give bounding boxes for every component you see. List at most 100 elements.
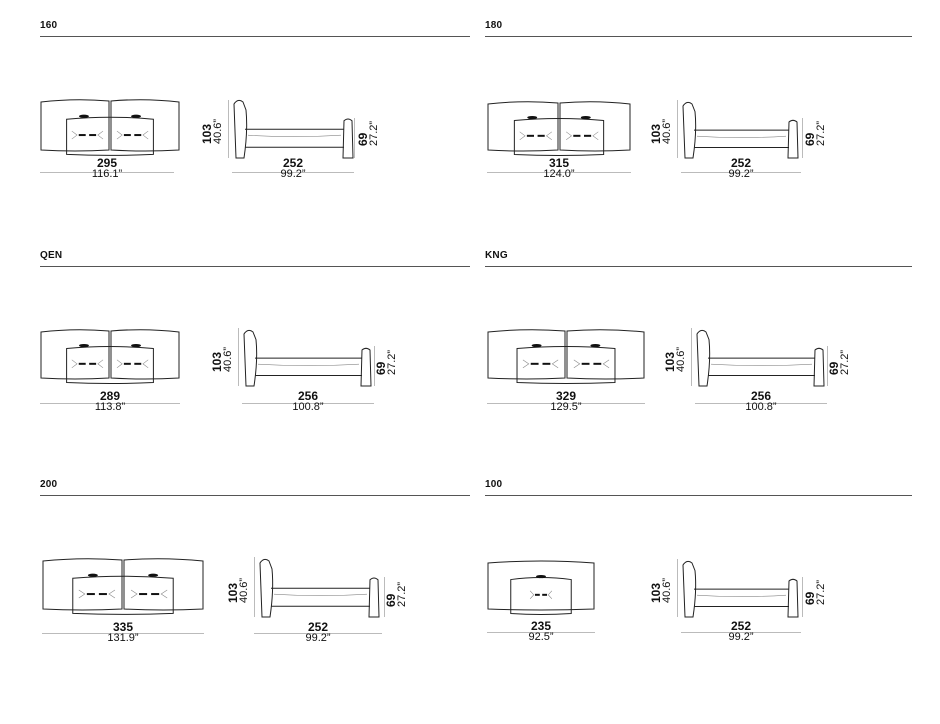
side-headboard — [696, 329, 711, 387]
head-height-in: 40.6” — [222, 346, 234, 372]
side-length-label: 256 100.8” — [721, 389, 801, 413]
crease-line — [602, 359, 610, 369]
foot-height-label: 69 27.2” — [803, 121, 827, 146]
side-view-drawing — [696, 329, 825, 387]
foot-height-line — [802, 118, 803, 158]
knot-mark — [78, 343, 89, 348]
head-height-label: 103 40.6” — [649, 577, 673, 603]
crease-line — [573, 359, 581, 369]
headboard-cushion-left — [487, 101, 559, 152]
knot-mark — [131, 114, 142, 118]
foot-height-in: 27.2” — [368, 120, 380, 146]
head-height-line — [691, 328, 692, 386]
crease-line — [97, 130, 104, 140]
crease-line — [108, 589, 116, 599]
head-height-label: 103 40.6” — [663, 347, 687, 372]
side-length-line — [681, 632, 801, 633]
side-length-line — [242, 403, 374, 404]
crease-line — [565, 131, 573, 141]
side-headboard — [682, 101, 697, 159]
front-view-drawing — [40, 329, 180, 385]
bed-base — [66, 346, 154, 385]
side-headboard — [682, 560, 697, 618]
front-view-drawing — [42, 558, 204, 615]
section-divider — [40, 36, 470, 37]
front-width-line — [487, 403, 645, 404]
crease-line — [78, 589, 86, 599]
side-headboard — [259, 558, 274, 618]
head-height-label: 103 40.6” — [226, 577, 250, 603]
mattress-contour — [696, 135, 787, 138]
section-divider — [40, 266, 470, 267]
crease-line — [142, 359, 149, 369]
head-height-in: 40.6” — [238, 577, 250, 603]
section-title: KNG — [485, 250, 508, 261]
headboard-cushion-left — [40, 329, 110, 380]
section-qen: QEN 289 113.8” 103 40.6” 69 27.2” 256 10… — [40, 250, 470, 450]
side-length-in: 99.2” — [728, 631, 754, 643]
front-width-line — [487, 632, 595, 633]
crease-line — [519, 131, 526, 141]
headboard-cushion-right — [566, 329, 645, 380]
front-view-drawing — [40, 99, 180, 156]
side-length-cm: 252 — [730, 156, 752, 170]
side-length-cm: 256 — [750, 389, 772, 403]
side-length-line — [681, 172, 801, 173]
foot-height-in: 27.2” — [839, 349, 851, 375]
side-view-drawing — [682, 101, 799, 159]
side-length-in: 99.2” — [280, 168, 306, 180]
section-title: 160 — [40, 20, 58, 31]
crease-line — [71, 359, 78, 369]
front-width-cm: 235 — [530, 619, 552, 633]
section-180: 180 315 124.0” 103 40.6” 69 27.2” 252 99… — [485, 20, 912, 220]
crease-line — [522, 359, 530, 369]
foot-height-line — [374, 346, 375, 386]
side-view-drawing — [682, 560, 799, 618]
front-width-line — [487, 172, 631, 173]
front-width-in: 92.5” — [528, 631, 554, 643]
section-divider — [485, 36, 912, 37]
foot-height-in: 27.2” — [396, 581, 408, 607]
side-footboard — [813, 347, 825, 387]
side-length-line — [695, 403, 827, 404]
section-divider — [485, 266, 912, 267]
section-160: 160 295 116.1” 103 40.6” 69 27.2” 252 99… — [40, 20, 470, 220]
front-width-label: 295 116.1” — [67, 156, 147, 180]
headboard-cushion-right — [559, 101, 631, 152]
foot-height-in: 27.2” — [815, 579, 827, 605]
knot-mark — [536, 574, 546, 579]
crease-line — [71, 130, 78, 140]
front-width-label: 335 131.9” — [83, 620, 163, 644]
section-200: 200 335 131.9” 103 40.6” 69 27.2” 252 99… — [40, 479, 470, 679]
head-height-line — [254, 557, 255, 617]
side-length-label: 252 99.2” — [701, 156, 781, 180]
front-width-cm: 335 — [112, 620, 134, 634]
side-length-line — [254, 633, 382, 634]
headboard-cushion-left — [40, 99, 110, 152]
section-title: 100 — [485, 479, 503, 490]
section-divider — [485, 495, 912, 496]
side-headboard — [243, 329, 258, 387]
crease-line — [97, 359, 104, 369]
foot-height-line — [384, 577, 385, 617]
foot-height-line — [354, 118, 355, 158]
side-length-cm: 252 — [307, 620, 329, 634]
headboard-cushion — [487, 560, 595, 611]
section-title: 200 — [40, 479, 58, 490]
side-length-cm: 256 — [297, 389, 319, 403]
head-height-line — [677, 559, 678, 617]
head-height-in: 40.6” — [661, 577, 673, 603]
section-kng: KNG 329 129.5” 103 40.6” 69 27.2” 256 10… — [485, 250, 912, 450]
foot-height-line — [827, 346, 828, 386]
mattress-contour — [247, 134, 342, 137]
side-length-line — [232, 172, 354, 173]
head-height-line — [228, 100, 229, 158]
crease-line — [551, 359, 559, 369]
bed-base — [66, 116, 154, 156]
crease-line — [592, 131, 599, 141]
front-width-line — [40, 403, 180, 404]
front-width-label: 315 124.0” — [519, 157, 599, 180]
front-width-cm: 295 — [96, 156, 118, 170]
crease-line — [130, 589, 138, 599]
front-view-drawing — [487, 329, 645, 385]
